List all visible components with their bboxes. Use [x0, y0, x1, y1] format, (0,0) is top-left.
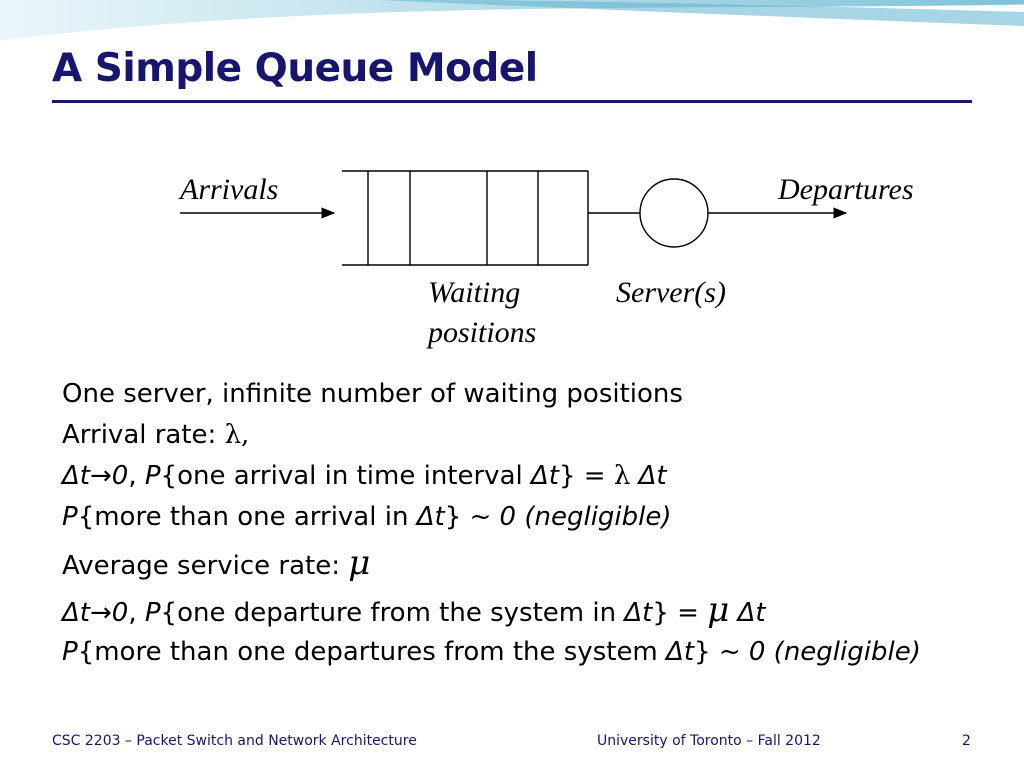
text: 0 (negligible) [748, 637, 921, 667]
text: } = [558, 461, 614, 491]
text: P [144, 598, 161, 628]
text: Δt [530, 461, 559, 491]
text: {one departure from the system in [160, 598, 625, 628]
text: P [62, 637, 78, 667]
body-line-3: Δt→0, P{one arrival in time interval Δt}… [62, 456, 1002, 497]
waiting-positions-box [342, 170, 589, 266]
text: Δt [62, 461, 90, 491]
body-line-7: P{more than one departures from the syst… [62, 632, 1002, 673]
slide-body: One server, infinite number of waiting p… [62, 374, 1002, 673]
text: , [128, 598, 145, 628]
text: Δt [624, 598, 653, 628]
arrivals-label: Arrivals [180, 173, 279, 206]
header-banner [0, 0, 1024, 44]
body-line-5: Average service rate: μ [62, 538, 1002, 585]
mu-symbol: μ [707, 590, 730, 630]
title-underline [52, 100, 972, 103]
arrow-symbol: → [89, 598, 112, 628]
text: , [128, 461, 145, 491]
mu-symbol: μ [348, 543, 371, 583]
waiting-positions-label-line2: positions [428, 316, 537, 349]
text: Average service rate: [62, 551, 349, 581]
body-line-6: Δt→0, P{one departure from the system in… [62, 585, 1002, 632]
text: 0 [111, 598, 129, 628]
text: {more than one arrival in [77, 502, 417, 532]
text: } ~ [444, 502, 500, 532]
lambda-symbol: λ, [224, 420, 250, 450]
server-label: Server(s) [616, 276, 726, 309]
page-number: 2 [962, 733, 971, 749]
lambda-symbol: λ [613, 461, 631, 491]
body-line-2: Arrival rate: λ, [62, 415, 1002, 456]
waiting-positions-label-line1: Waiting [428, 276, 521, 309]
text: P [144, 461, 161, 491]
text: } = [652, 598, 708, 628]
departures-label: Departures [778, 173, 914, 206]
text: Δt [62, 598, 90, 628]
text: {one arrival in time interval [160, 461, 531, 491]
text: } ~ [694, 637, 749, 667]
footer-university: University of Toronto – Fall 2012 [597, 733, 821, 749]
text: 0 (negligible) [499, 502, 672, 532]
text: P [62, 502, 78, 532]
slide-title: A Simple Queue Model [52, 46, 538, 91]
text: Δt [416, 502, 445, 532]
body-line-1: One server, infinite number of waiting p… [62, 374, 1002, 415]
text: Δt [737, 598, 766, 628]
body-line-4: P{more than one arrival in Δt} ~ 0 (negl… [62, 497, 1002, 538]
text: Δt [666, 637, 695, 667]
text: 0 [111, 461, 129, 491]
footer-course: CSC 2203 – Packet Switch and Network Arc… [52, 733, 417, 749]
text: Δt [638, 461, 667, 491]
server-circle [639, 178, 709, 248]
arrow-symbol: → [89, 461, 112, 491]
queue-diagram [180, 170, 848, 266]
text: {more than one departures from the syste… [77, 637, 667, 667]
text: One server, infinite number of waiting p… [62, 379, 683, 409]
text: Arrival rate: [62, 420, 225, 450]
